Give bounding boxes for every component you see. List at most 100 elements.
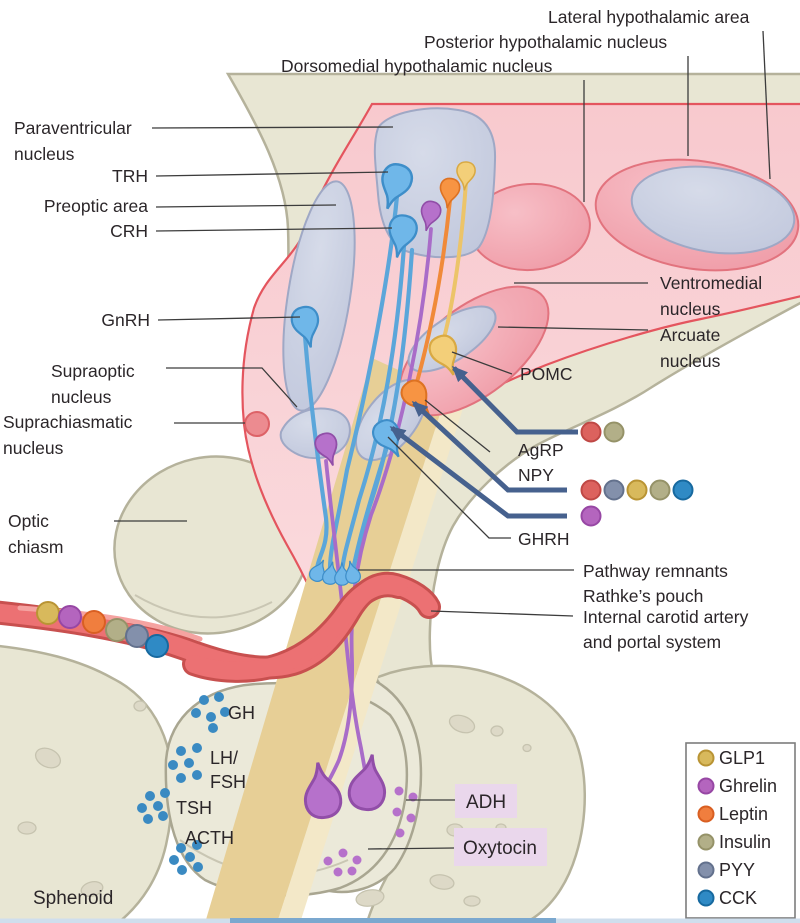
svg-text:nucleus: nucleus bbox=[14, 144, 75, 164]
tsh-dots bbox=[137, 788, 170, 824]
label-carotid: Internal carotid artery bbox=[583, 607, 749, 627]
label-arcuate: Arcuate bbox=[660, 325, 720, 345]
hormone-dot bbox=[105, 618, 129, 642]
hormone-dot bbox=[158, 811, 168, 821]
label-gh: GH bbox=[228, 703, 255, 723]
hormone-dot bbox=[184, 758, 194, 768]
hormone-dot bbox=[347, 866, 357, 876]
hormone-dot bbox=[394, 786, 404, 796]
hormone-dot bbox=[143, 814, 153, 824]
insulin-legend-icon bbox=[697, 833, 715, 851]
label-posterior: Posterior hypothalamic nucleus bbox=[424, 32, 667, 52]
hormone-dot bbox=[36, 601, 60, 625]
label-acth: ACTH bbox=[185, 828, 234, 848]
label-trh: TRH bbox=[112, 166, 148, 186]
hormone-dot bbox=[220, 707, 230, 717]
hormone-dot bbox=[185, 852, 195, 862]
hormone-dot bbox=[603, 421, 625, 443]
svg-text:Rathke’s pouch: Rathke’s pouch bbox=[583, 586, 703, 606]
legend-label-pyy: PYY bbox=[719, 860, 755, 880]
artery-hormone-dots bbox=[36, 601, 169, 658]
label-ventromedial: Ventromedial bbox=[660, 273, 762, 293]
acth-dots bbox=[169, 840, 203, 875]
glp1-legend-icon bbox=[697, 749, 715, 767]
label-agrp-npy: AgRP bbox=[518, 440, 564, 460]
hormone-dot bbox=[191, 708, 201, 718]
hormone-dot bbox=[580, 421, 602, 443]
hormone-dot bbox=[406, 813, 416, 823]
lateral-area-shape bbox=[630, 165, 796, 255]
label-lh-fsh: LH/ bbox=[210, 748, 238, 768]
hormone-dot bbox=[169, 855, 179, 865]
legend-label-ghrelin: Ghrelin bbox=[719, 776, 777, 796]
legend-label-insulin: Insulin bbox=[719, 832, 771, 852]
hormone-action-arrows bbox=[389, 365, 578, 519]
hormone-dot bbox=[58, 605, 82, 629]
preoptic-area-shape bbox=[282, 180, 356, 412]
hormone-dot bbox=[137, 803, 147, 813]
pomc-neuron-axon bbox=[442, 180, 468, 340]
hormone-dot bbox=[145, 791, 155, 801]
hormone-dot bbox=[192, 770, 202, 780]
label-preoptic: Preoptic area bbox=[44, 196, 148, 216]
cck-legend-icon bbox=[697, 889, 715, 907]
label-ghrh: GHRH bbox=[518, 529, 570, 549]
svg-text:nucleus: nucleus bbox=[3, 438, 64, 458]
label-dorsomedial: Dorsomedial hypothalamic nucleus bbox=[281, 56, 553, 76]
svg-text:nucleus: nucleus bbox=[660, 299, 721, 319]
hormone-dot bbox=[176, 746, 186, 756]
hormone-dot bbox=[672, 479, 694, 501]
hormone-dot bbox=[153, 801, 163, 811]
svg-text:nucleus: nucleus bbox=[660, 351, 721, 371]
hypothalamic-nuclei bbox=[244, 107, 800, 462]
legend-label-glp1: GLP1 bbox=[719, 748, 765, 768]
legend: GLP1 Ghrelin Leptin Insulin PYY CCK bbox=[685, 742, 796, 919]
label-suprachiasmatic: Suprachiasmatic bbox=[3, 412, 133, 432]
label-oxytocin: Oxytocin bbox=[463, 838, 537, 859]
pyy-legend-icon bbox=[697, 861, 715, 879]
legend-label-cck: CCK bbox=[719, 888, 757, 908]
neuron-axons bbox=[302, 180, 468, 792]
svg-text:nucleus: nucleus bbox=[51, 387, 112, 407]
hormone-dot bbox=[214, 692, 224, 702]
hormone-dot bbox=[192, 743, 202, 753]
hormone-dot bbox=[626, 479, 648, 501]
hormone-dot bbox=[193, 862, 203, 872]
hormone-dot bbox=[192, 840, 202, 850]
label-tsh: TSH bbox=[176, 798, 212, 818]
hormone-dot bbox=[125, 624, 149, 648]
label-sphenoid: Sphenoid bbox=[33, 888, 113, 909]
optic-chiasm-inner-line bbox=[134, 594, 273, 619]
svg-text:chiasm: chiasm bbox=[8, 537, 63, 557]
svg-text:FSH: FSH bbox=[210, 772, 246, 792]
pomc-input-dots bbox=[580, 421, 625, 443]
sphenoid-left-mass bbox=[0, 644, 174, 923]
ghrh-input-arrow bbox=[389, 426, 567, 519]
hormone-dot bbox=[176, 773, 186, 783]
hormone-dot bbox=[352, 855, 362, 865]
hormone-dot bbox=[160, 788, 170, 798]
blue-axon-bundle bbox=[302, 193, 415, 575]
ghrelin-legend-icon bbox=[697, 777, 715, 795]
hormone-dot bbox=[333, 867, 343, 877]
gh-dots bbox=[191, 692, 230, 733]
label-paraventricular: Paraventricular bbox=[14, 118, 132, 138]
oxytocin-label-box bbox=[454, 828, 547, 866]
agrp-input-arrow bbox=[411, 400, 567, 493]
label-crh: CRH bbox=[110, 221, 148, 241]
svg-text:NPY: NPY bbox=[518, 465, 554, 485]
adh-label-box bbox=[455, 784, 517, 818]
hormone-dot bbox=[408, 792, 418, 802]
hormone-dot bbox=[206, 712, 216, 722]
hormone-dot bbox=[168, 760, 178, 770]
hormone-dot bbox=[176, 843, 186, 853]
hormone-dot bbox=[208, 723, 218, 733]
pomc-input-arrow bbox=[451, 365, 578, 435]
agrp-input-dots bbox=[580, 479, 694, 501]
hormone-dot bbox=[338, 848, 348, 858]
lh-fsh-dots bbox=[168, 743, 202, 783]
hormone-dot bbox=[649, 479, 671, 501]
hormone-dot bbox=[392, 807, 402, 817]
